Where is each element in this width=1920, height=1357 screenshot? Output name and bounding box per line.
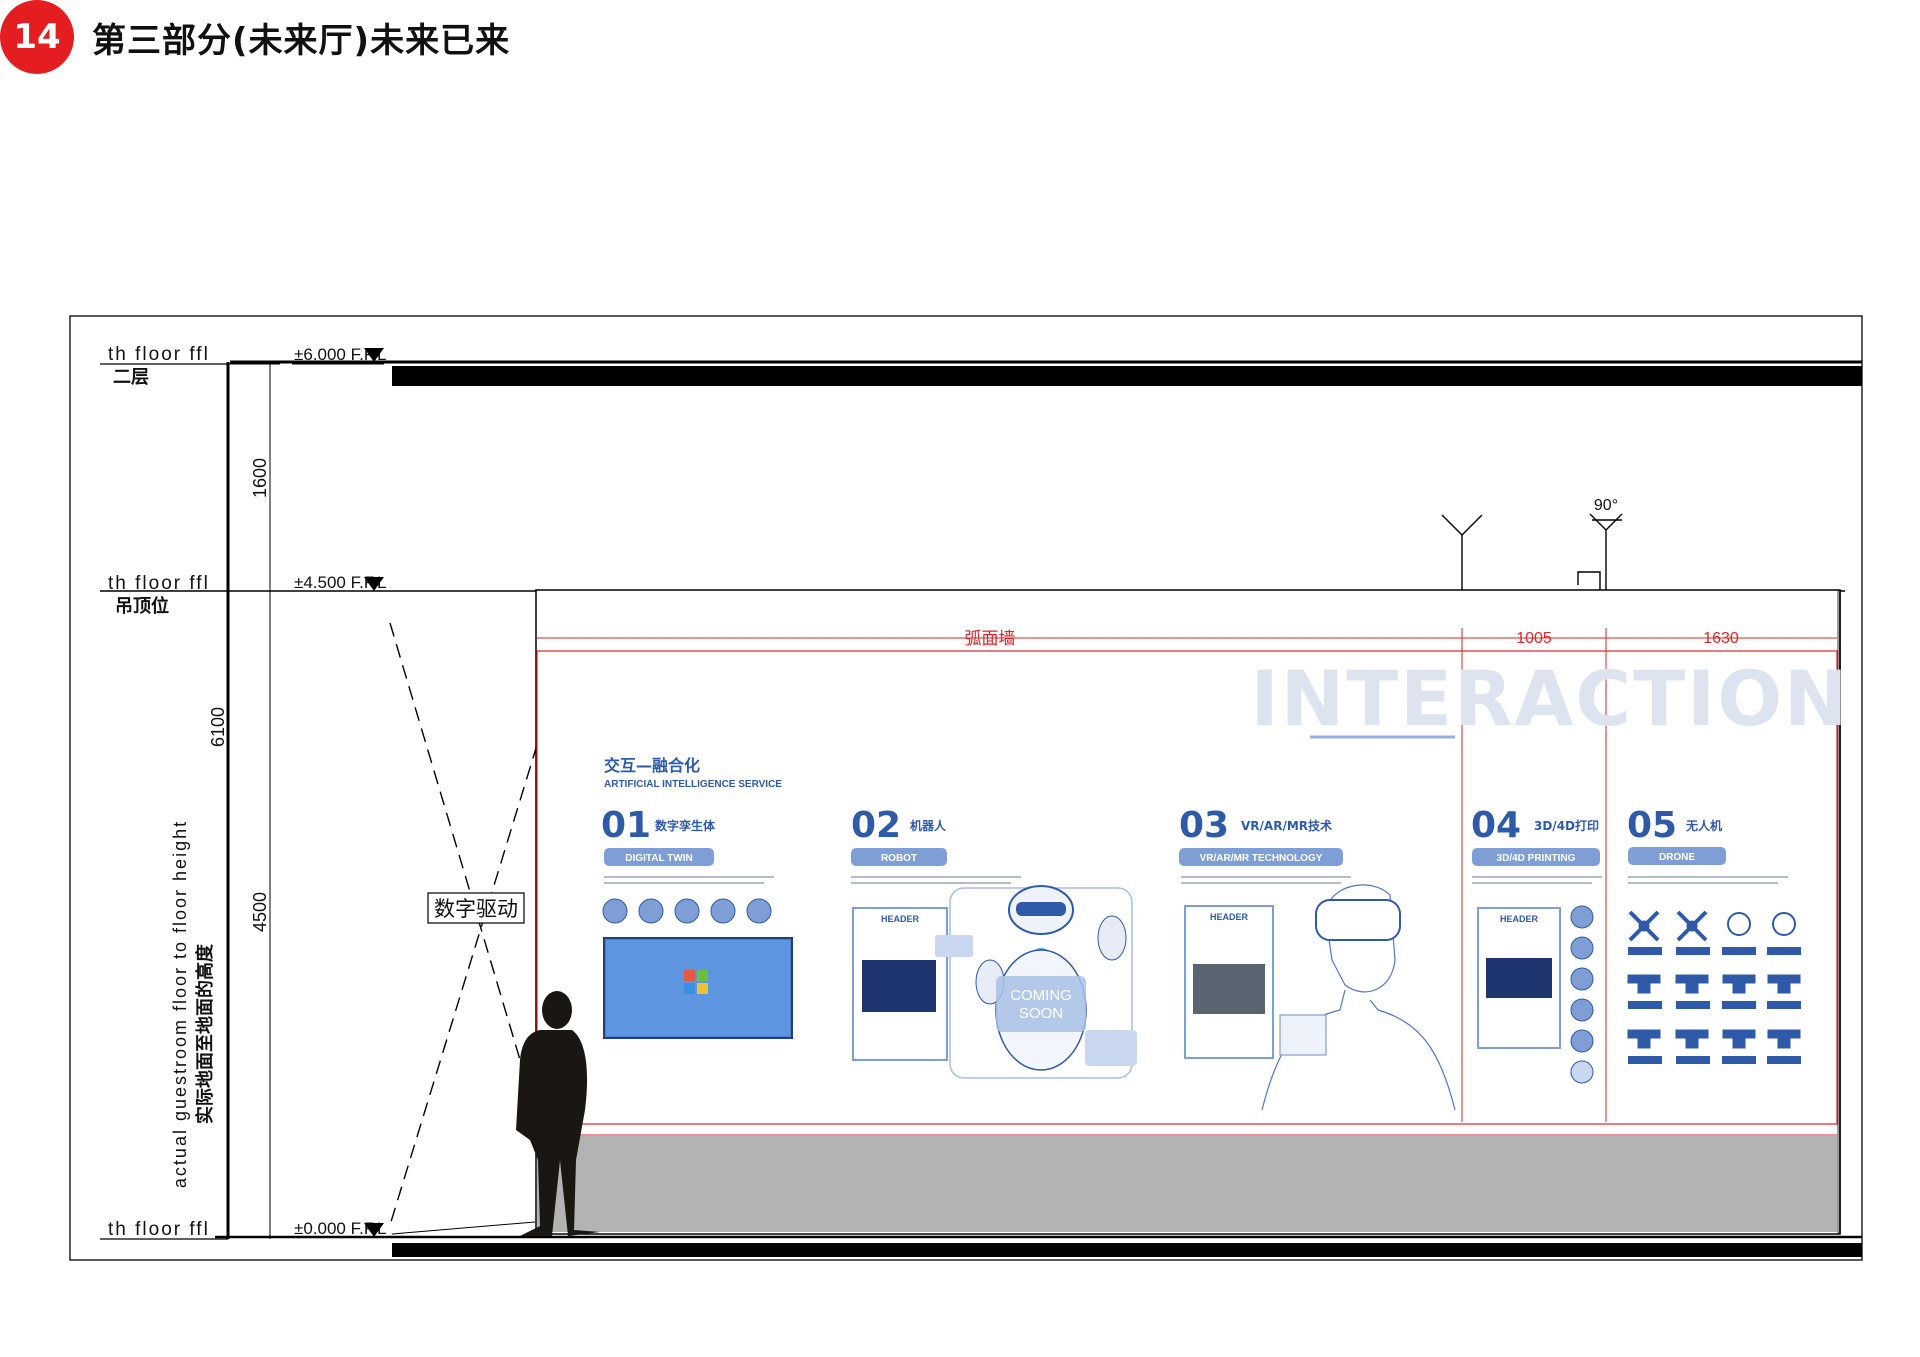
section-04: 04 3D/4D打印 3D/4D PRINTING HEADER: [1471, 805, 1600, 1084]
dim-1005: 1005: [1516, 630, 1552, 647]
vertical-label-cn: 实际地面至地面的高度: [194, 943, 216, 1124]
section-05-tag: DRONE: [1659, 852, 1695, 863]
level-mid-label: th floor ffl: [108, 573, 210, 594]
dim-1600: 1600: [250, 458, 270, 498]
section-01-tag: DIGITAL TWIN: [625, 853, 692, 864]
top-slab: [392, 366, 1862, 386]
dim-6100: 6100: [208, 707, 228, 747]
level-mid-cn: 吊顶位: [115, 595, 169, 617]
section-03-number: 03: [1179, 805, 1229, 846]
section-05-number: 05: [1627, 805, 1677, 846]
dim-4500: 4500: [250, 892, 270, 932]
section-04-tag: 3D/4D PRINTING: [1497, 853, 1576, 864]
body-text-lines: [604, 876, 1788, 884]
drawing-frame: [69, 315, 1863, 1261]
section-01-title: 数字孪生体: [655, 818, 716, 833]
elevation-bottom-arrow: [364, 1223, 384, 1237]
section-01-number: 01: [601, 805, 651, 846]
vertical-label-en: actual guestroom floor to floor height: [170, 820, 190, 1188]
dim-angle: 90°: [1594, 497, 1618, 514]
wall-red-frame: [536, 650, 1838, 1125]
section-02-number: 02: [851, 805, 901, 846]
section-04-number: 04: [1471, 805, 1521, 846]
section-02: 02 机器人 ROBOT HEADER COMING SOON: [851, 805, 1137, 1079]
vr-person-illustration: [1261, 884, 1456, 1111]
projection-label-box: [427, 892, 525, 924]
robot-panel-header: HEADER: [881, 914, 920, 924]
antenna-fixture: [1441, 514, 1483, 590]
elevation-top-arrow: [364, 348, 384, 362]
title-block: 14 第三部分(未来厅)未来已来: [0, 0, 1920, 74]
coming-soon-label: COMING: [1010, 987, 1072, 1004]
floor-base: [537, 1136, 1837, 1232]
dim-curved-wall: 弧面墙: [965, 629, 1016, 649]
section-03: 03 VR/AR/MR技术 VR/AR/MR TECHNOLOGY HEADER: [1179, 805, 1456, 1111]
projection-label: 数字驱动: [434, 897, 518, 921]
robot-illustration: COMING SOON: [935, 885, 1137, 1071]
printing-panel-header: HEADER: [1500, 914, 1539, 924]
drone-grid: [1627, 910, 1801, 1049]
level-top-cn: 二层: [113, 367, 149, 388]
vr-panel-header: HEADER: [1210, 912, 1249, 922]
section-04-title: 3D/4D打印: [1534, 818, 1599, 833]
projection-dash-2: [389, 744, 538, 1226]
page-number-badge: 14: [0, 0, 74, 74]
level-top-label: th floor ffl: [108, 344, 210, 365]
dim-1630: 1630: [1703, 630, 1739, 647]
section-05-title: 无人机: [1685, 818, 1722, 833]
projection-dash-1: [389, 622, 533, 1101]
page-title: 第三部分(未来厅)未来已来: [92, 20, 511, 61]
section-04-icons: [1570, 905, 1594, 1084]
elevation-mid-arrow: [364, 577, 384, 591]
wall-heading-en: ARTIFICIAL INTELLIGENCE SERVICE: [604, 779, 782, 790]
wall-watermark: INTERACTION: [1250, 654, 1849, 743]
elevation-mid: ±4.500 F.F.L: [294, 573, 387, 592]
coming-soon-label-2: SOON: [1019, 1005, 1063, 1022]
camera-fixture: [1577, 513, 1623, 590]
section-03-title: VR/AR/MR技术: [1241, 818, 1332, 833]
person-silhouette: [516, 991, 600, 1236]
section-05: 05 无人机 DRONE: [1627, 805, 1801, 1064]
section-01-icons: [602, 898, 772, 924]
bottom-slab: [392, 1243, 1862, 1257]
level-bottom-label: th floor ffl: [108, 1219, 210, 1240]
section-02-tag: ROBOT: [881, 853, 917, 864]
elevation-bottom: ±0.000 F.F.L: [294, 1219, 387, 1238]
section-03-tag: VR/AR/MR TECHNOLOGY: [1200, 853, 1323, 864]
wall-heading-cn: 交互—融合化: [604, 756, 700, 775]
elevation-top: ±6.000 F.F.L: [294, 345, 387, 364]
drone-captions: [1628, 947, 1801, 1064]
section-02-title: 机器人: [910, 818, 947, 833]
windows-logo-icon: [684, 970, 708, 994]
section-01: 01 数字孪生体 DIGITAL TWIN: [601, 805, 793, 1039]
